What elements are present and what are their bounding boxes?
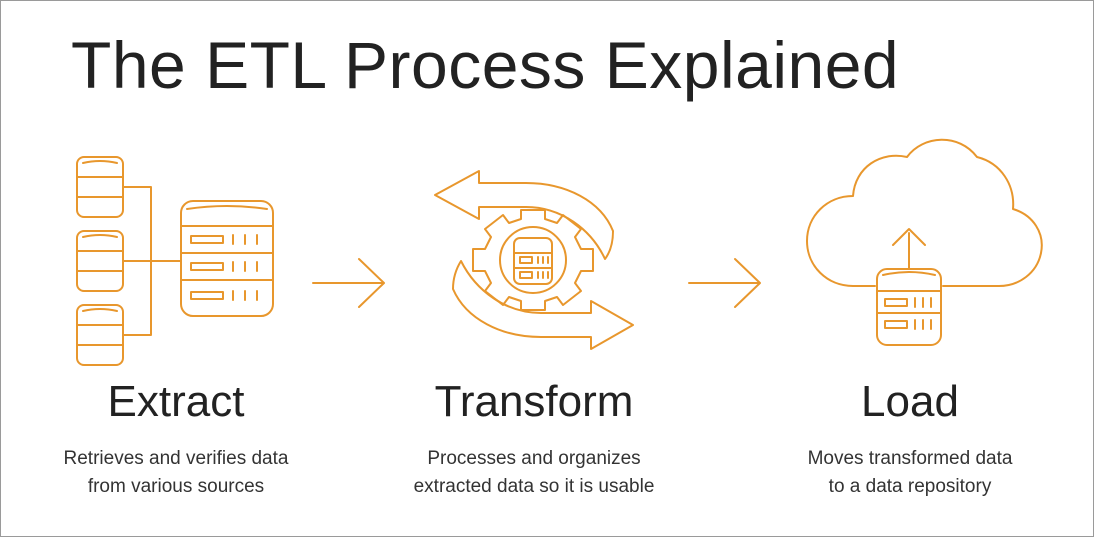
stage-description-transform: Processes and organizes extracted data s… xyxy=(354,445,714,501)
cloud-upload-icon xyxy=(806,138,1043,346)
gear-cycle-icon xyxy=(434,170,634,350)
database-sources-icon xyxy=(76,156,274,366)
description-line: Processes and organizes xyxy=(427,448,641,469)
stage-label-load: Load xyxy=(861,377,959,426)
small-database-icon xyxy=(513,237,553,285)
description-line: extracted data so it is usable xyxy=(413,476,655,497)
connector-lines xyxy=(122,186,182,336)
stage-description-load: Moves transformed data to a data reposit… xyxy=(730,445,1090,501)
cloud-icon xyxy=(806,138,1043,287)
arrow-right-icon xyxy=(312,258,385,308)
arrow-up-icon xyxy=(892,228,926,270)
stage-label-transform: Transform xyxy=(434,377,634,426)
gear-icon xyxy=(472,209,594,311)
cycle-arrow-top-icon xyxy=(434,170,614,260)
arrow-right-icon xyxy=(688,258,761,308)
large-database-icon xyxy=(180,200,274,317)
description-line: Retrieves and verifies data xyxy=(63,448,289,469)
description-line: from various sources xyxy=(87,476,265,497)
stage-description-extract: Retrieves and verifies data from various… xyxy=(1,445,356,501)
page-title: The ETL Process Explained xyxy=(71,28,900,102)
small-database-icon xyxy=(76,230,124,292)
description-line: Moves transformed data xyxy=(807,448,1013,469)
small-database-icon xyxy=(76,156,124,218)
small-database-icon xyxy=(76,304,124,366)
stage-label-extract: Extract xyxy=(107,377,245,426)
description-line: to a data repository xyxy=(828,476,992,497)
database-icon xyxy=(876,268,942,346)
